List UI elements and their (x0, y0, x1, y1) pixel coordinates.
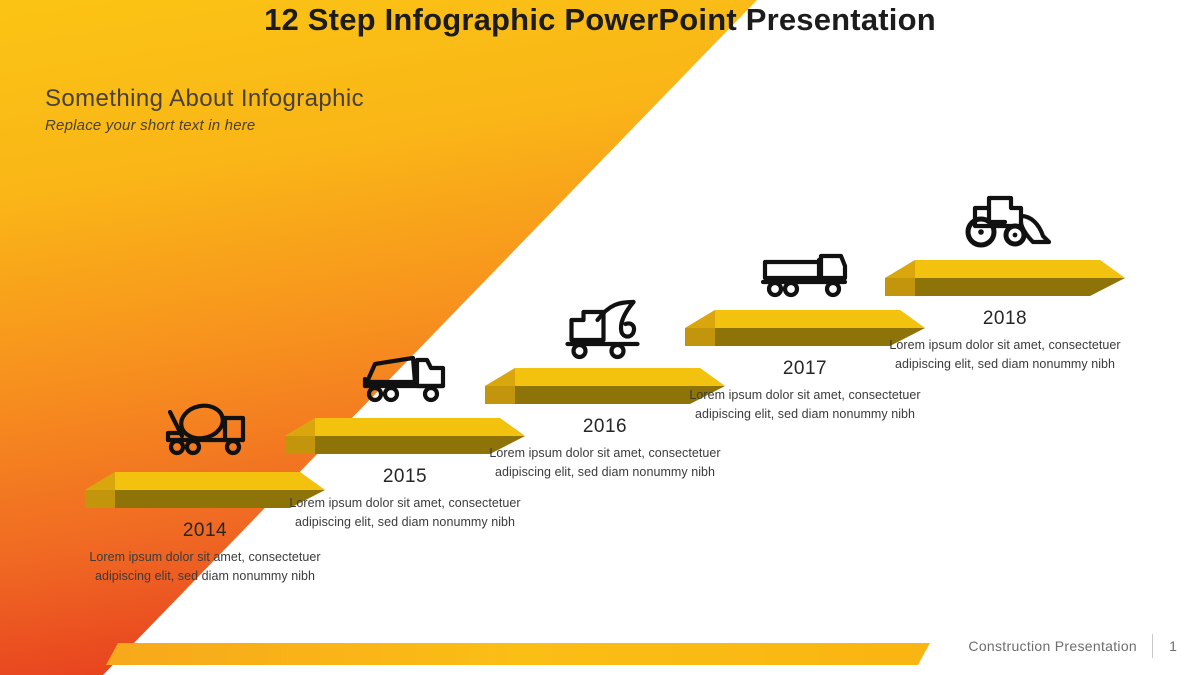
bulldozer-tractor-icon (955, 192, 1055, 250)
step-text-2017: 2017 Lorem ipsum dolor sit amet, consect… (675, 358, 935, 425)
step-2015[interactable]: 2015 Lorem ipsum dolor sit amet, consect… (285, 352, 525, 582)
heading-subtitle: Replace your short text in here (45, 117, 256, 135)
step-year-label: 2017 (782, 358, 828, 379)
page-title: 12 Step Infographic PowerPoint Presentat… (264, 2, 936, 37)
step-bar-2015 (285, 412, 525, 464)
step-text-2018: 2018 Lorem ipsum dolor sit amet, consect… (875, 308, 1135, 375)
footer-divider (1152, 634, 1153, 658)
page-number: 1 (1169, 638, 1177, 654)
step-description: Lorem ipsum dolor sit amet, consectetuer… (89, 550, 321, 584)
step-2017[interactable]: 2017 Lorem ipsum dolor sit amet, consect… (685, 246, 925, 476)
dump-truck-icon (355, 352, 455, 408)
step-year-label: 2018 (982, 308, 1028, 329)
step-description: Lorem ipsum dolor sit amet, consectetuer… (689, 388, 921, 422)
footer: Construction Presentation 1 (968, 634, 1178, 658)
step-year-label: 2014 (182, 520, 228, 541)
step-bar-2017 (685, 304, 925, 356)
step-2018[interactable]: 2018 Lorem ipsum dolor sit amet, consect… (885, 192, 1125, 422)
heading-main: Something About Infographic (45, 85, 365, 112)
step-bar-2014 (85, 466, 325, 518)
step-text-2014: 2014 Lorem ipsum dolor sit amet, consect… (75, 520, 335, 587)
step-text-2016: 2016 Lorem ipsum dolor sit amet, consect… (475, 416, 735, 483)
step-description: Lorem ipsum dolor sit amet, consectetuer… (889, 338, 1121, 372)
footer-accent-bar (106, 643, 930, 665)
footer-label: Construction Presentation (968, 638, 1137, 654)
step-bar-2016 (485, 362, 725, 414)
step-description: Lorem ipsum dolor sit amet, consectetuer… (489, 446, 721, 480)
step-bar-2018 (885, 254, 1125, 306)
step-text-2015: 2015 Lorem ipsum dolor sit amet, consect… (275, 466, 535, 533)
step-year-label: 2016 (582, 416, 628, 437)
step-2016[interactable]: 2016 Lorem ipsum dolor sit amet, consect… (485, 298, 725, 528)
step-year-label: 2015 (382, 466, 428, 487)
step-description: Lorem ipsum dolor sit amet, consectetuer… (289, 496, 521, 530)
excavator-icon (558, 298, 653, 360)
step-2014[interactable]: 2014 Lorem ipsum dolor sit amet, consect… (85, 400, 325, 630)
heading-block: Something About Infographic Replace your… (45, 85, 365, 135)
flatbed-truck-icon (755, 246, 855, 300)
cement-mixer-truck-icon (155, 400, 255, 462)
